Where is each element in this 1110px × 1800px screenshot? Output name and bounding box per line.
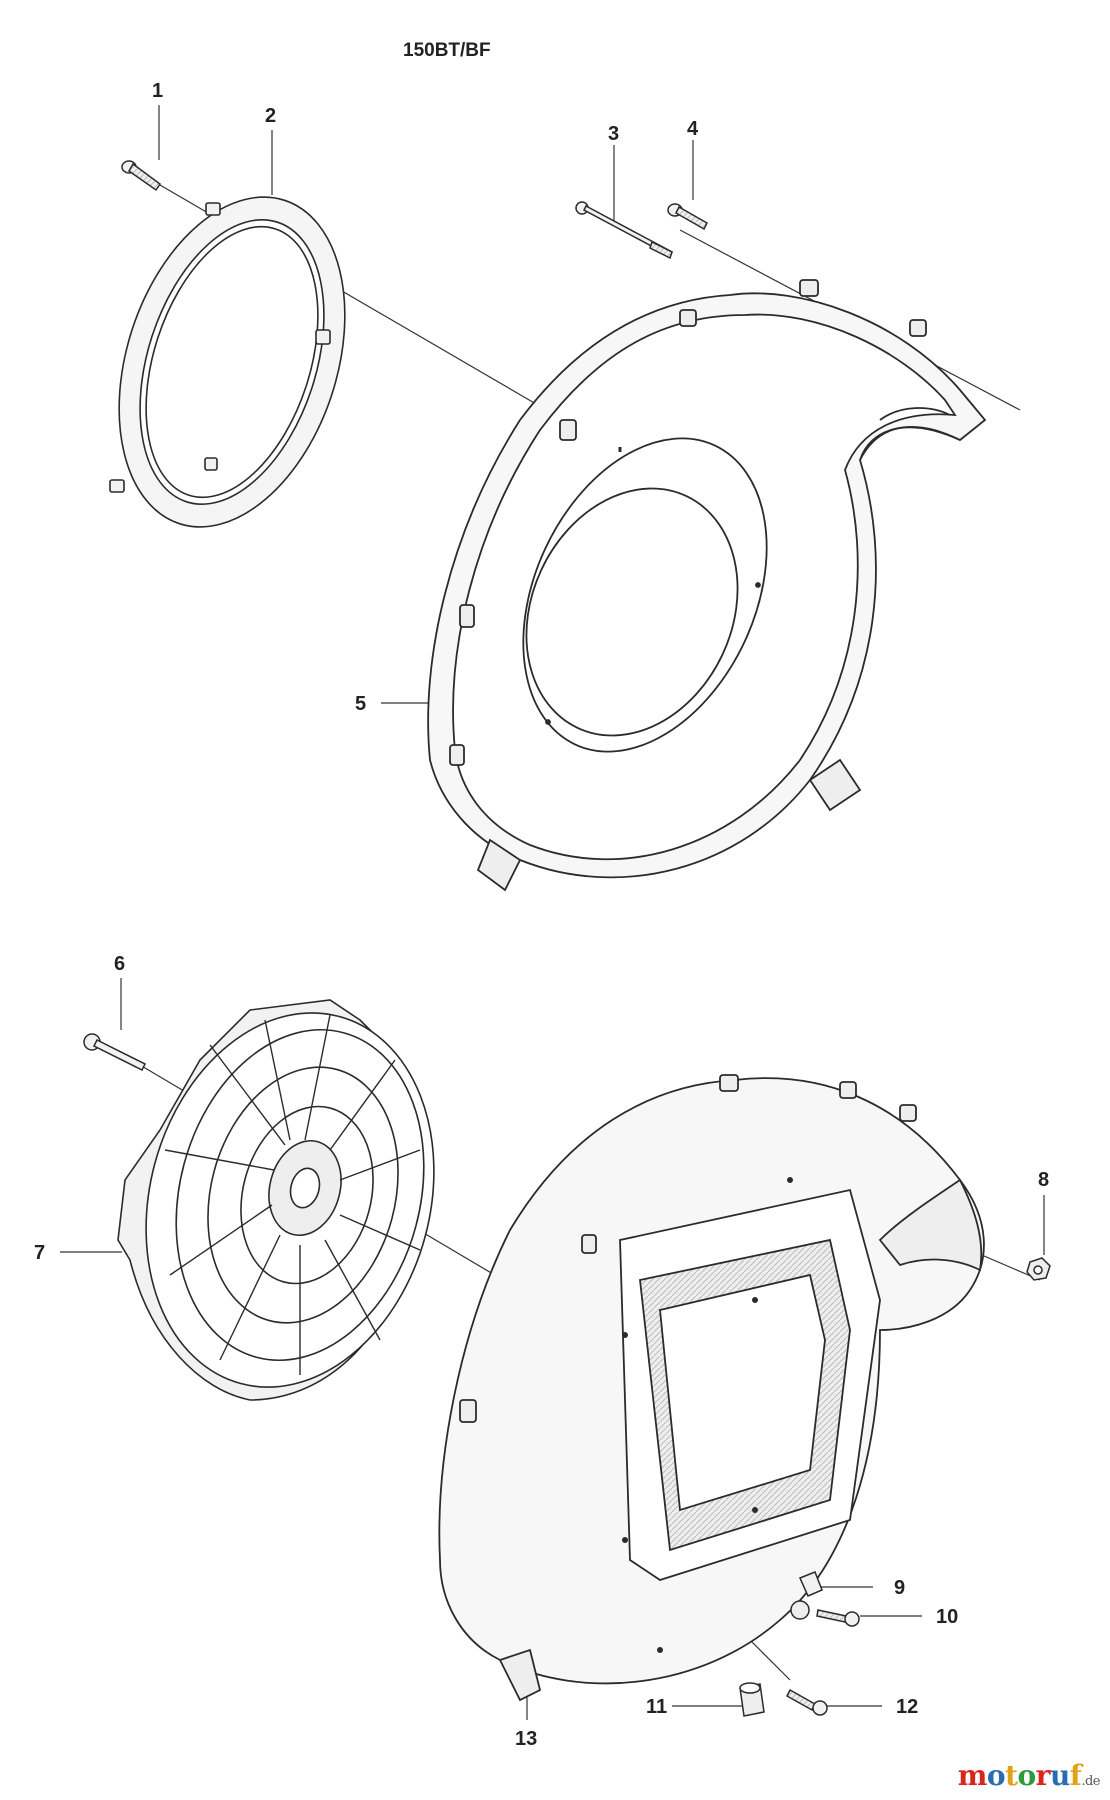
fan-impeller [117,999,435,1401]
callout-11: 11 [646,1696,667,1718]
guard-ring [109,196,346,528]
screw-icon [816,1609,860,1627]
callout-2: 2 [265,105,276,127]
watermark-letters: motoruf [958,1759,1082,1792]
sleeve-icon [739,1682,765,1717]
upper-housing-cover [427,279,987,892]
callout-12: 12 [896,1696,918,1718]
watermark-letter: r [1035,1759,1051,1792]
screw-icon [786,1688,828,1716]
watermark-letter: o [986,1759,1006,1792]
callout-10: 10 [936,1606,958,1628]
clamp-icon [790,1571,823,1620]
watermark-letter: t [1005,1759,1018,1792]
screw-icon [121,160,162,192]
callout-6: 6 [114,953,125,975]
callout-5: 5 [355,693,366,715]
watermark-logo: motoruf.de [958,1759,1101,1792]
callout-7: 7 [34,1242,45,1264]
lower-housing [438,1074,985,1702]
callout-3: 3 [608,123,619,145]
callout-1: 1 [152,80,163,102]
callout-8: 8 [1038,1169,1049,1191]
callout-4: 4 [687,118,699,140]
callout-13: 13 [515,1728,537,1750]
watermark-suffix: .de [1081,1774,1100,1789]
diagram-title: 150BT/BF [403,40,491,61]
bolt-icon [83,1033,147,1072]
watermark-letter: u [1049,1759,1070,1792]
watermark-letter: m [957,1759,988,1792]
screw-icon [667,203,708,231]
long-bolt-icon [575,201,673,260]
nut-icon [1026,1257,1051,1281]
watermark-letter: f [1069,1759,1082,1792]
callout-labels: 1 2 3 4 5 6 7 8 9 10 11 12 13 [34,80,1049,1750]
watermark-letter: o [1017,1759,1036,1792]
callout-9: 9 [894,1577,905,1599]
